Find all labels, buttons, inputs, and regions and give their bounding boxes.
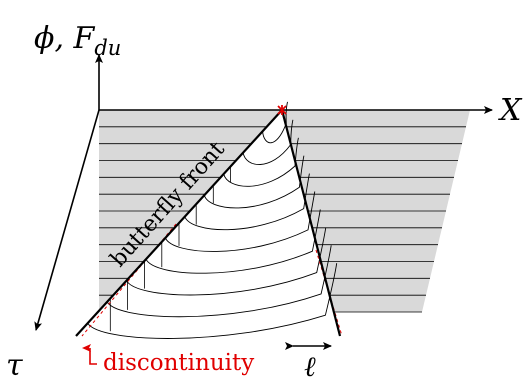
butterfly-curve <box>223 137 299 187</box>
butterfly-front-line <box>75 109 283 337</box>
tau-axis-label: τ <box>6 348 23 383</box>
butterfly-curve <box>164 191 316 252</box>
width-label: ℓ <box>304 350 316 383</box>
butterfly-curve <box>126 227 327 296</box>
butterfly-curve <box>145 209 321 274</box>
x-axis-label: X <box>498 93 523 128</box>
butterfly-curve <box>106 245 332 318</box>
butterfly-wedge <box>76 110 340 336</box>
phi-axis-label: ϕ, Fdu <box>34 21 121 60</box>
butterfly-curve <box>87 263 338 339</box>
butterfly-curve <box>184 173 310 231</box>
origin-star-icon <box>277 105 287 115</box>
butterfly-curve <box>203 155 305 209</box>
tau-axis <box>34 109 100 331</box>
butterfly-back-line <box>280 109 342 337</box>
discontinuity-pointer <box>82 344 97 365</box>
discontinuity-label: discontinuity <box>103 350 254 376</box>
